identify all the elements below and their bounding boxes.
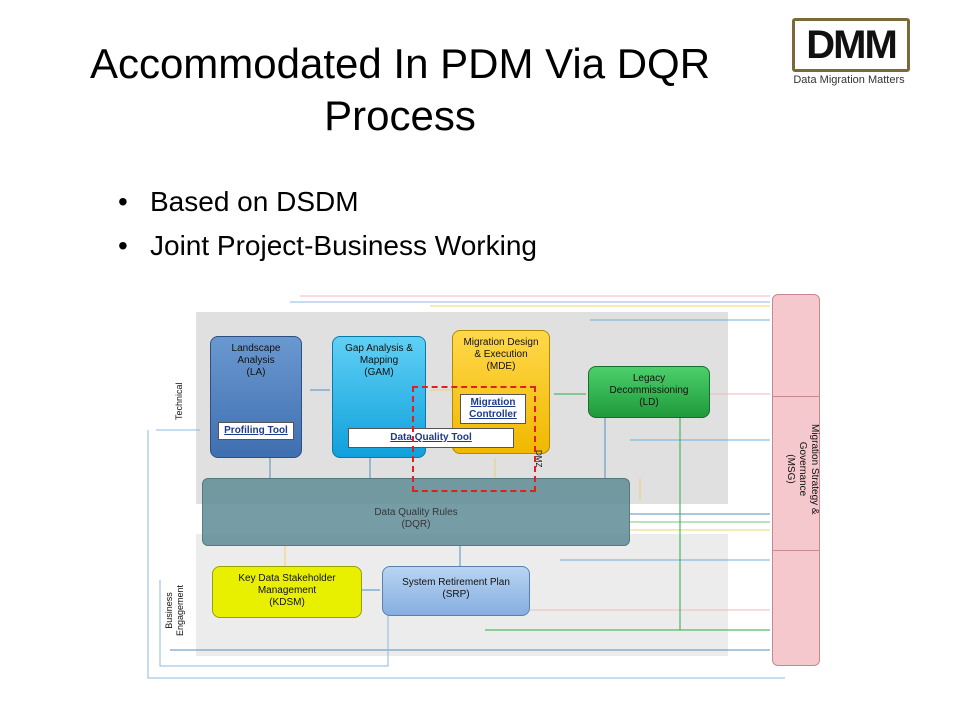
slide-title: Accommodated In PDM Via DQR Process [20, 38, 780, 142]
msg-divider-bottom [772, 550, 820, 551]
bullet-text: Based on DSDM [150, 186, 359, 217]
bullet-text: Joint Project-Business Working [150, 230, 537, 261]
dmz-label: DMZ [534, 450, 543, 468]
profiling-tool: Profiling Tool [218, 422, 294, 440]
logo-mark: DMM [792, 18, 910, 72]
title-line-2: Process [324, 92, 476, 139]
logo-tagline: Data Migration Matters [793, 74, 905, 86]
migration-controller: Migration Controller [460, 394, 526, 424]
msg-box [772, 294, 820, 666]
business-engagement-label: Business Engagement [164, 584, 185, 636]
dmz-boundary [412, 386, 536, 492]
bullet-item: • Based on DSDM [118, 180, 537, 224]
bullet-dot-icon: • [118, 186, 128, 217]
bullet-list: • Based on DSDM • Joint Project-Business W… [118, 180, 537, 268]
title-line-1: Accommodated In PDM Via DQR [89, 40, 711, 87]
dmm-logo: DMM Data Migration Matters [786, 18, 912, 92]
connector-lines [147, 295, 785, 679]
dqr-box: Data Quality Rules (DQR) [202, 478, 630, 546]
technical-label: Technical [174, 382, 184, 420]
msg-label: Migration Strategy & Governance (MSG) [785, 424, 820, 515]
ld-box: Legacy Decommissioning (LD) [588, 366, 710, 418]
bullet-dot-icon: • [118, 230, 128, 261]
data-quality-tool: Data Quality Tool [348, 428, 514, 448]
kdsm-box: Key Data Stakeholder Management (KDSM) [212, 566, 362, 618]
bullet-item: • Joint Project-Business Working [118, 224, 537, 268]
process-diagram: Data Quality Rules (DQR) Landscape Analy… [130, 290, 830, 690]
srp-box: System Retirement Plan (SRP) [382, 566, 530, 616]
msg-divider-top [772, 396, 820, 397]
